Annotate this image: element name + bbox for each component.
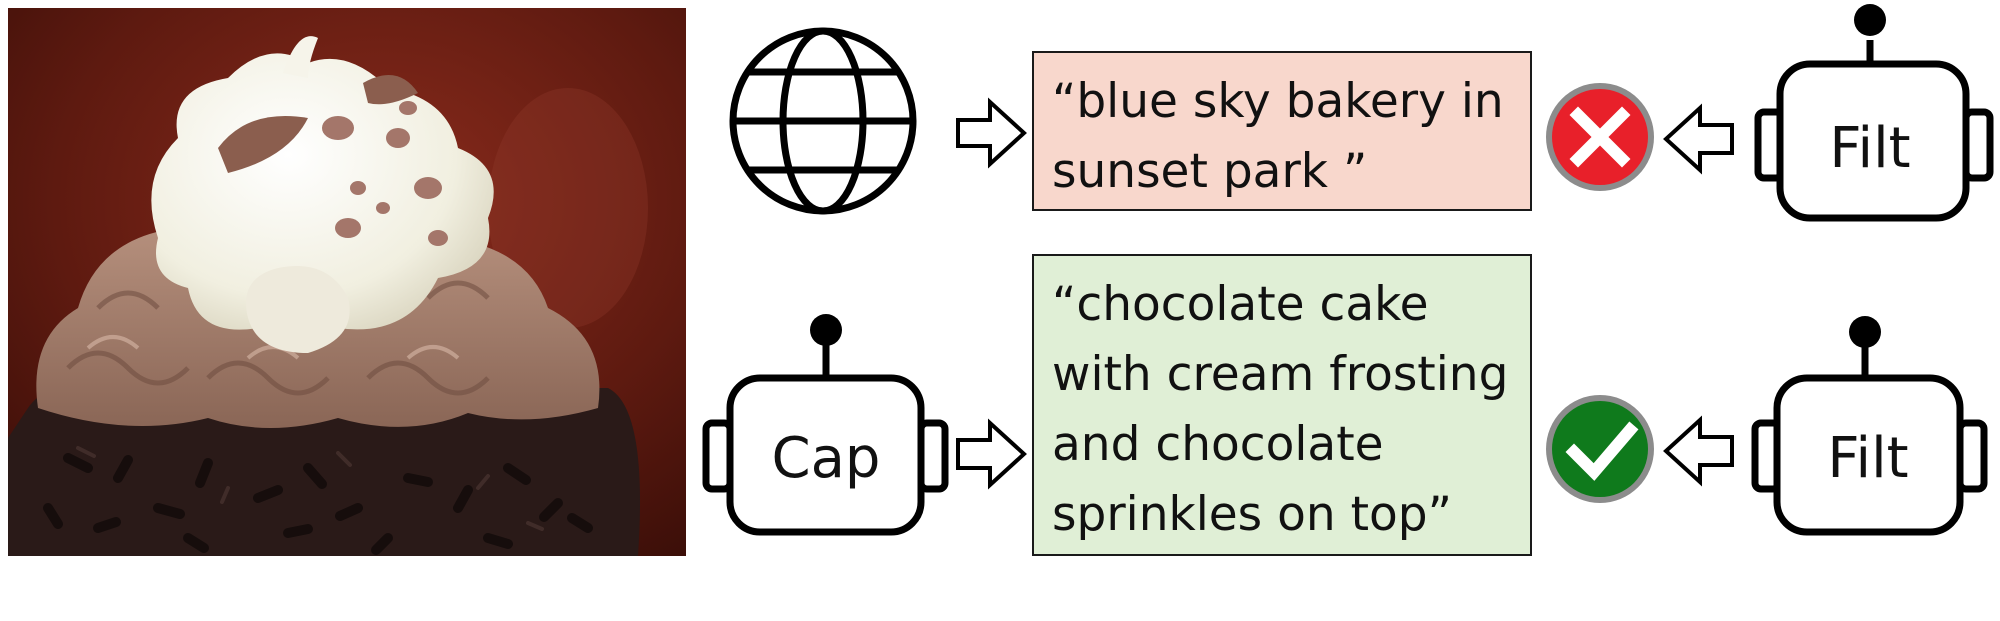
filter-label-top: Filt bbox=[1829, 116, 1910, 181]
globe-icon bbox=[729, 27, 917, 215]
check-icon bbox=[1546, 395, 1654, 503]
filter-label-bottom: Filt bbox=[1827, 426, 1908, 491]
x-icon bbox=[1546, 83, 1654, 191]
synthetic-caption-line: with cream frosting bbox=[1052, 347, 1509, 402]
hollow-arrow-icon bbox=[956, 97, 1027, 169]
cupcake-photo bbox=[8, 8, 686, 556]
web-caption-line: sunset park ” bbox=[1052, 144, 1368, 199]
web-caption-box: “blue sky bakery in sunset park ” bbox=[1032, 51, 1532, 211]
filter-robot-top bbox=[1754, 4, 1994, 222]
hollow-arrow-icon bbox=[956, 418, 1027, 490]
synthetic-caption-line: and chocolate bbox=[1052, 417, 1384, 472]
captioner-label: Cap bbox=[772, 426, 881, 491]
filter-robot-bottom bbox=[1751, 316, 1988, 536]
web-caption-line: “blue sky bakery in bbox=[1052, 74, 1504, 129]
synthetic-caption-line: sprinkles on top” bbox=[1052, 487, 1452, 542]
synthetic-caption-box: “chocolate cake with cream frosting and … bbox=[1032, 254, 1532, 556]
synthetic-caption-line: “chocolate cake bbox=[1052, 277, 1429, 332]
hollow-arrow-icon bbox=[1663, 103, 1734, 175]
captioner-robot bbox=[702, 314, 949, 536]
hollow-arrow-icon bbox=[1663, 415, 1734, 487]
